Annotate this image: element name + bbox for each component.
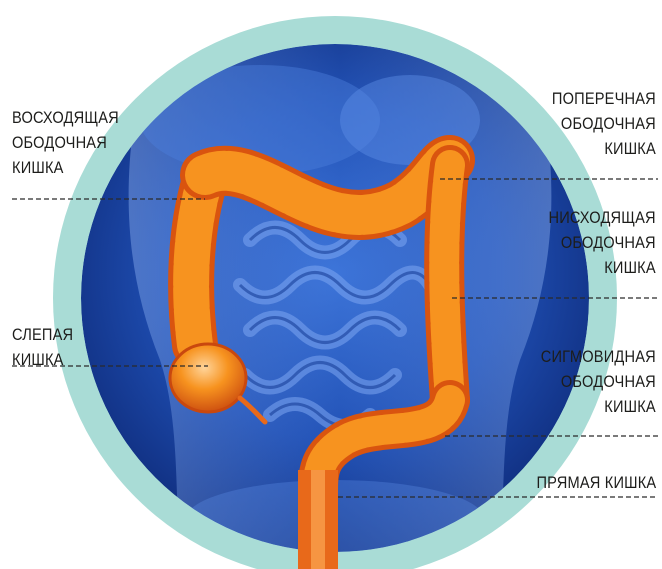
label-ascending-line3: КИШКА xyxy=(12,155,119,180)
label-sigmoid-colon: СИГМОВИДНАЯ ОБОДОЧНАЯ КИШКА xyxy=(541,344,656,419)
label-transverse-line1: ПОПЕРЕЧНАЯ xyxy=(552,86,656,111)
label-transverse-line3: КИШКА xyxy=(552,136,656,161)
label-descending-line1: НИСХОДЯЩАЯ xyxy=(549,205,656,230)
label-transverse-line2: ОБОДОЧНАЯ xyxy=(552,111,656,136)
label-cecum: СЛЕПАЯ КИШКА xyxy=(12,322,73,372)
label-sigmoid-line1: СИГМОВИДНАЯ xyxy=(541,344,656,369)
label-ascending-line2: ОБОДОЧНАЯ xyxy=(12,130,119,155)
label-descending-colon: НИСХОДЯЩАЯ ОБОДОЧНАЯ КИШКА xyxy=(549,205,656,280)
label-transverse-colon: ПОПЕРЕЧНАЯ ОБОДОЧНАЯ КИШКА xyxy=(552,86,656,161)
label-cecum-line2: КИШКА xyxy=(12,347,73,372)
label-rectum: ПРЯМАЯ КИШКА xyxy=(536,470,656,495)
label-descending-line3: КИШКА xyxy=(549,255,656,280)
label-descending-line2: ОБОДОЧНАЯ xyxy=(549,230,656,255)
label-rectum-line1: ПРЯМАЯ КИШКА xyxy=(536,470,656,495)
label-ascending-line1: ВОСХОДЯЩАЯ xyxy=(12,105,119,130)
label-sigmoid-line2: ОБОДОЧНАЯ xyxy=(541,369,656,394)
label-cecum-line1: СЛЕПАЯ xyxy=(12,322,73,347)
label-sigmoid-line3: КИШКА xyxy=(541,394,656,419)
cecum xyxy=(170,344,246,412)
label-ascending-colon: ВОСХОДЯЩАЯ ОБОДОЧНАЯ КИШКА xyxy=(12,105,119,180)
